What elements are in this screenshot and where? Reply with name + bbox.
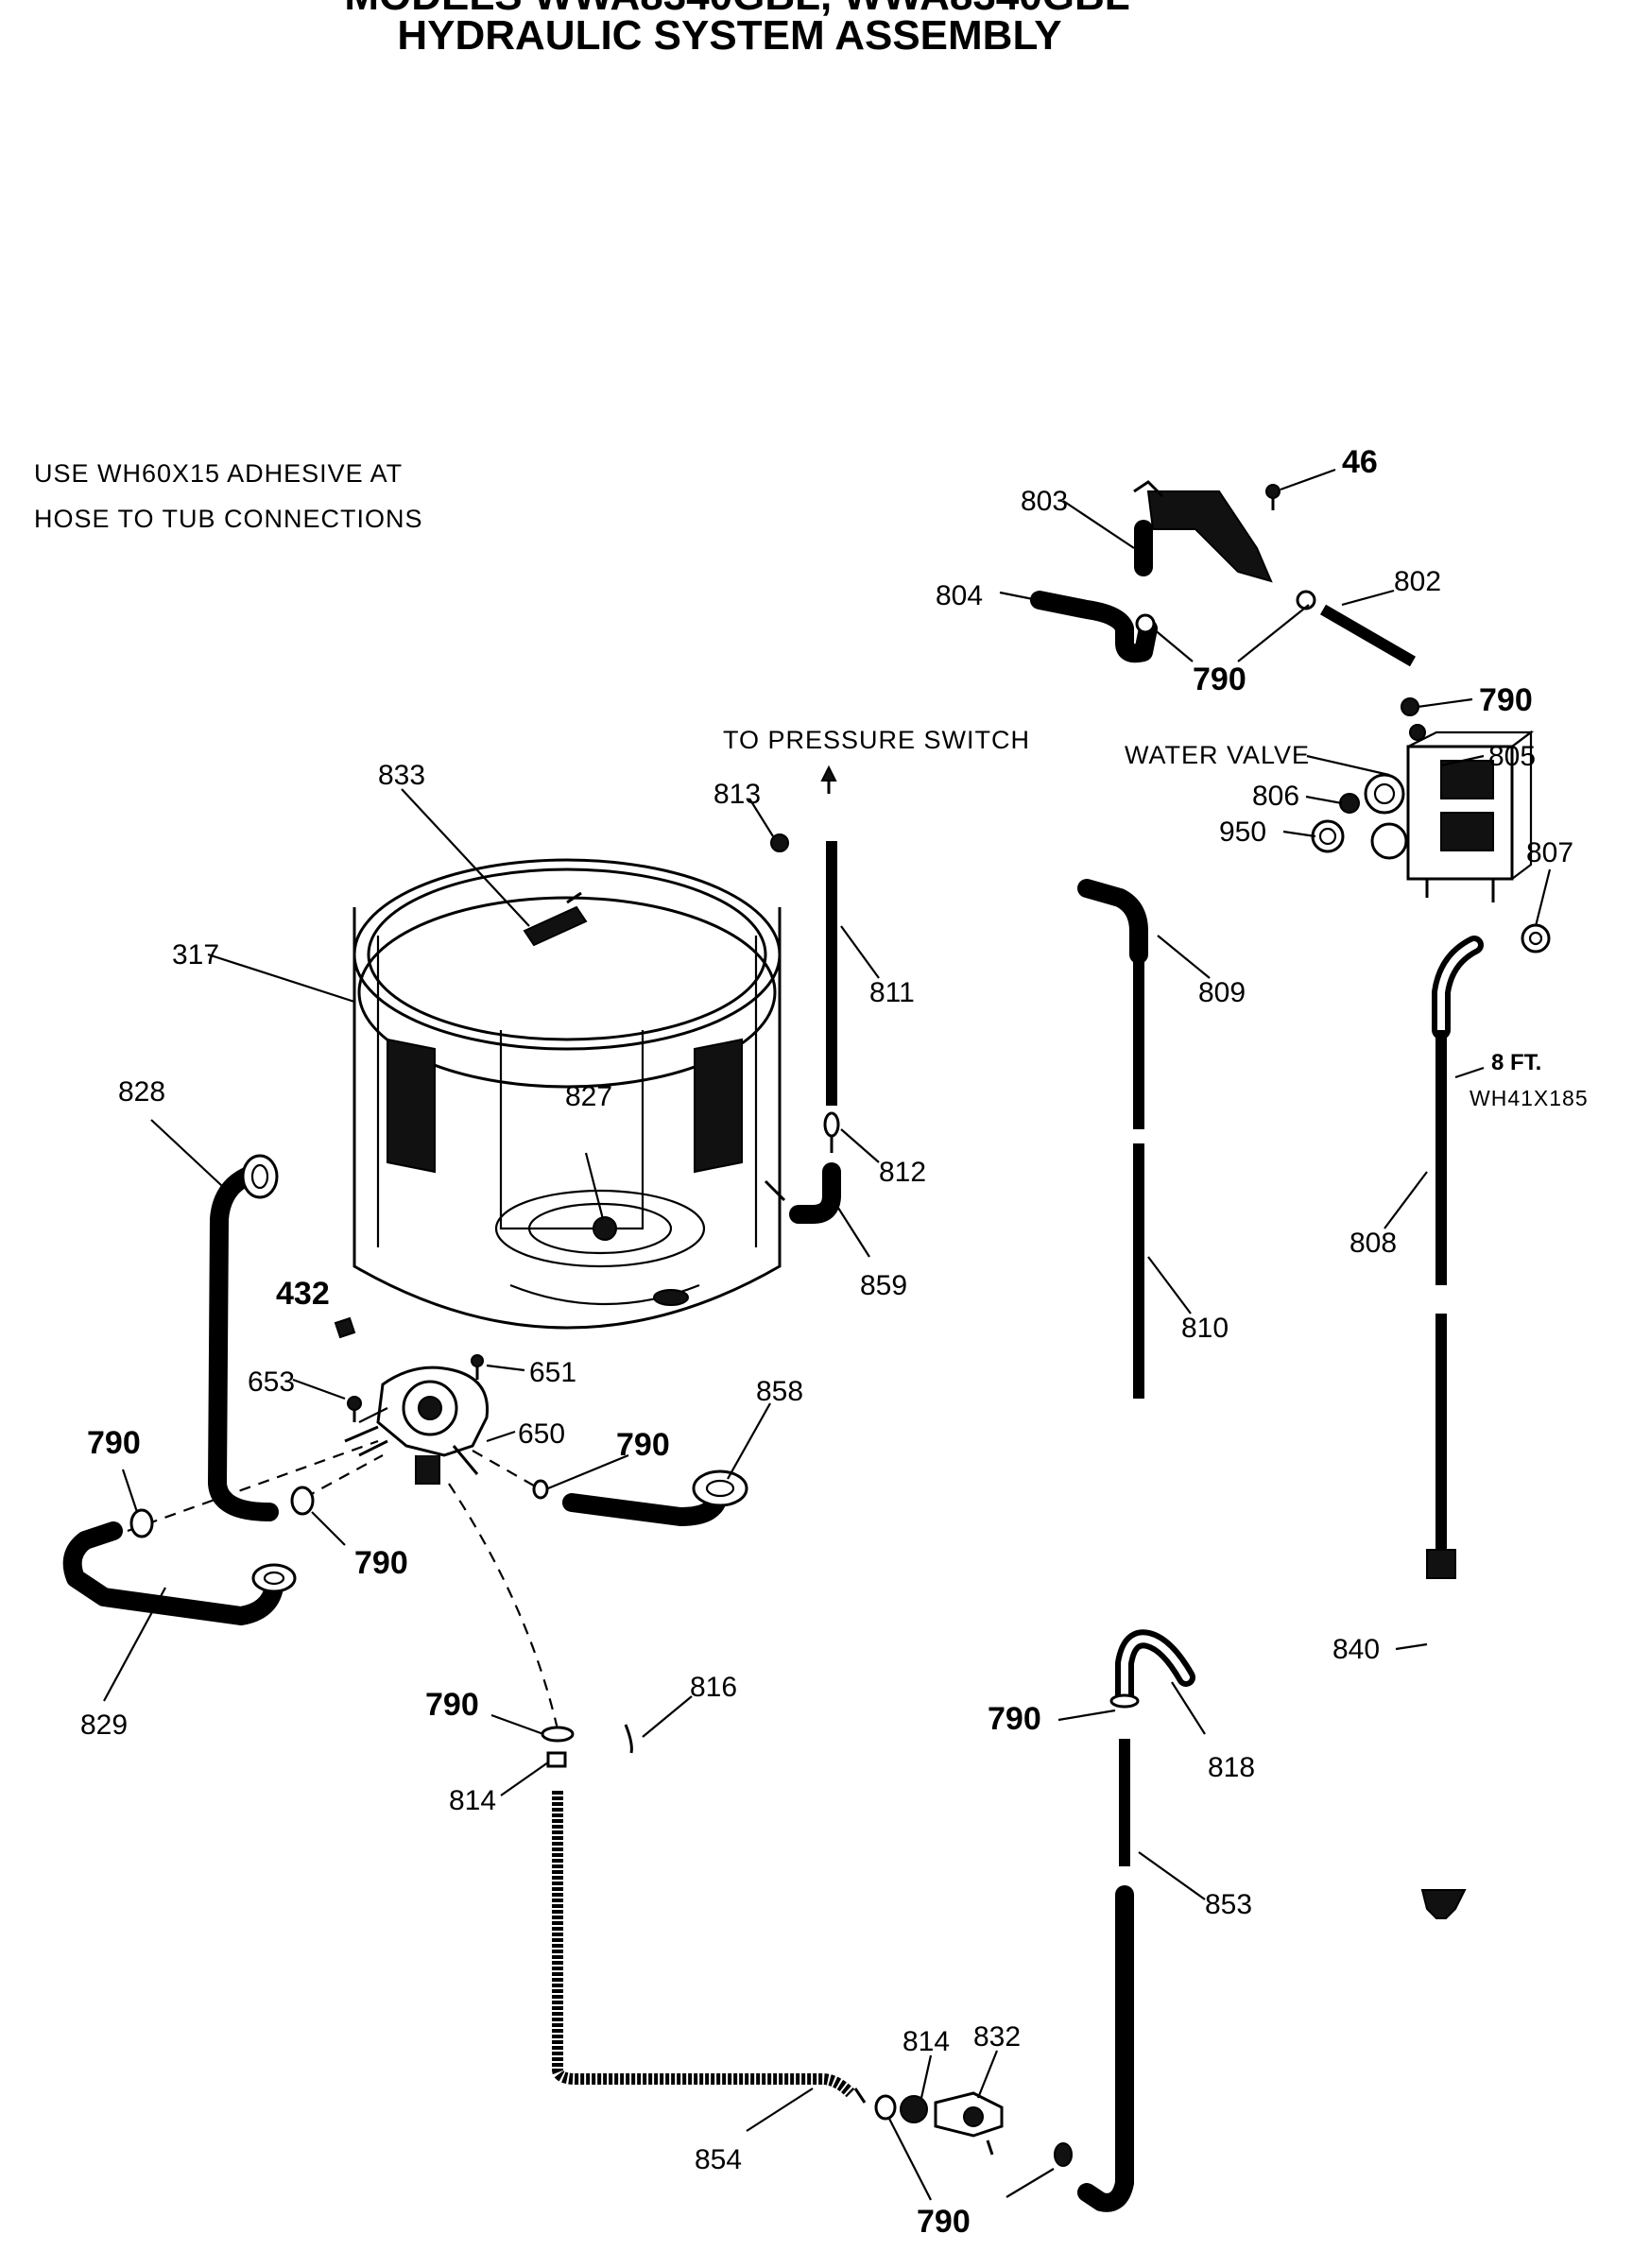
page-title: HYDRAULIC SYSTEM ASSEMBLY: [397, 12, 1061, 59]
callout-650: 650: [518, 1418, 565, 1450]
washer-807: [1521, 923, 1551, 954]
tube-802: [1319, 604, 1417, 667]
part-833: [523, 891, 588, 947]
adhesive-note-line2: HOSE TO TUB CONNECTIONS: [34, 505, 423, 533]
hose-804: [1030, 591, 1158, 663]
dash-drain: [448, 1483, 559, 1730]
callout-840: 840: [1332, 1634, 1380, 1665]
clamp-790-818: [1109, 1693, 1140, 1709]
callout-827: 827: [565, 1081, 612, 1112]
hose-818: [1115, 1629, 1195, 1706]
water-valve-label: WATER VALVE: [1125, 741, 1310, 769]
callout-790-pump-below: 790: [354, 1545, 408, 1581]
callout-833: 833: [378, 760, 425, 791]
fill-hose-808: [1426, 936, 1484, 1579]
callout-812: 812: [879, 1157, 926, 1188]
callout-813: 813: [713, 779, 761, 810]
washer-806: [1339, 793, 1360, 814]
screw-651: [471, 1354, 484, 1367]
tub-317: [352, 858, 786, 1330]
callout-818: 818: [1208, 1752, 1255, 1783]
cap-813: [770, 833, 789, 852]
callout-828: 828: [118, 1076, 165, 1108]
drain-hose-854: [541, 1726, 867, 2104]
callout-790-pump-right: 790: [616, 1427, 670, 1463]
callout-432: 432: [276, 1276, 330, 1312]
callout-790-left: 790: [87, 1425, 141, 1461]
hose-part-label: WH41X185: [1470, 1086, 1589, 1110]
hose-829: [62, 1521, 297, 1625]
clamp-790-bottom-b: [1054, 2142, 1073, 2167]
hose-809: [1077, 879, 1148, 964]
callout-814-top: 814: [449, 1785, 496, 1816]
clamp-790-bottom-a: [874, 2094, 897, 2121]
callout-854: 854: [695, 2144, 742, 2175]
callout-811: 811: [869, 977, 915, 1008]
hose-859: [789, 1162, 841, 1224]
callout-858: 858: [756, 1376, 803, 1407]
callout-859: 859: [860, 1270, 907, 1301]
clamp-790-top-a: [1135, 613, 1156, 634]
callout-810: 810: [1181, 1313, 1229, 1344]
washer-840: [1420, 1889, 1467, 1919]
callout-832: 832: [973, 2021, 1021, 2053]
clamp-790-top-b: [1296, 590, 1316, 610]
callout-790-818: 790: [988, 1701, 1041, 1737]
callout-651: 651: [529, 1357, 576, 1388]
callout-790-valve: 790: [1479, 682, 1533, 718]
hose-828: [208, 1154, 279, 1521]
callout-807: 807: [1526, 837, 1573, 868]
callout-806: 806: [1252, 781, 1299, 812]
clamp-790-pump-right: [532, 1479, 549, 1500]
callout-317: 317: [172, 939, 219, 971]
fitting-832: [934, 2091, 1004, 2156]
callout-802: 802: [1394, 566, 1441, 597]
water-valve-805: [1364, 724, 1535, 902]
callout-809: 809: [1198, 977, 1246, 1008]
hose-length-label: 8 FT.: [1491, 1050, 1541, 1075]
clip-816: [624, 1724, 633, 1754]
bracket-803: [1133, 480, 1273, 583]
clamp-790-left: [129, 1508, 154, 1538]
clip-432: [334, 1316, 356, 1339]
clamp-790-valve: [1401, 697, 1419, 716]
callout-808: 808: [1349, 1228, 1397, 1259]
callout-829: 829: [80, 1710, 128, 1741]
callout-653: 653: [248, 1366, 295, 1398]
dash-mid: [303, 1454, 384, 1499]
adhesive-note-line1: USE WH60X15 ADHESIVE AT: [34, 459, 403, 488]
dash-left: [127, 1439, 379, 1533]
clamp-790-pump-below: [290, 1486, 315, 1516]
pump-650: [344, 1366, 490, 1485]
callout-950: 950: [1219, 816, 1266, 848]
pressure-switch-label: TO PRESSURE SWITCH: [723, 726, 1030, 754]
callout-816: 816: [690, 1672, 737, 1703]
callout-46: 46: [1342, 444, 1378, 480]
callout-790-top: 790: [1193, 662, 1246, 697]
hose-858: [562, 1469, 748, 1526]
callout-814-bottom: 814: [902, 2026, 950, 2057]
screw-46: [1265, 484, 1281, 499]
hose-853-lower: [1077, 1885, 1134, 2212]
pressure-arrow-head: [820, 765, 837, 782]
title-partial: MODELS WWA8340GBL, WWA8340GBL: [344, 0, 1129, 19]
screw-653: [347, 1396, 362, 1411]
callout-803: 803: [1021, 486, 1068, 517]
callout-853: 853: [1205, 1889, 1252, 1920]
callout-790-bottom: 790: [917, 2204, 971, 2240]
callout-790-drain: 790: [425, 1687, 479, 1723]
callout-805: 805: [1488, 741, 1536, 772]
dash-right: [472, 1450, 540, 1489]
leader-lines: [103, 468, 1552, 2201]
screen-950: [1311, 819, 1345, 853]
callout-804: 804: [936, 580, 983, 611]
coupling-814-bottom: [900, 2095, 928, 2123]
